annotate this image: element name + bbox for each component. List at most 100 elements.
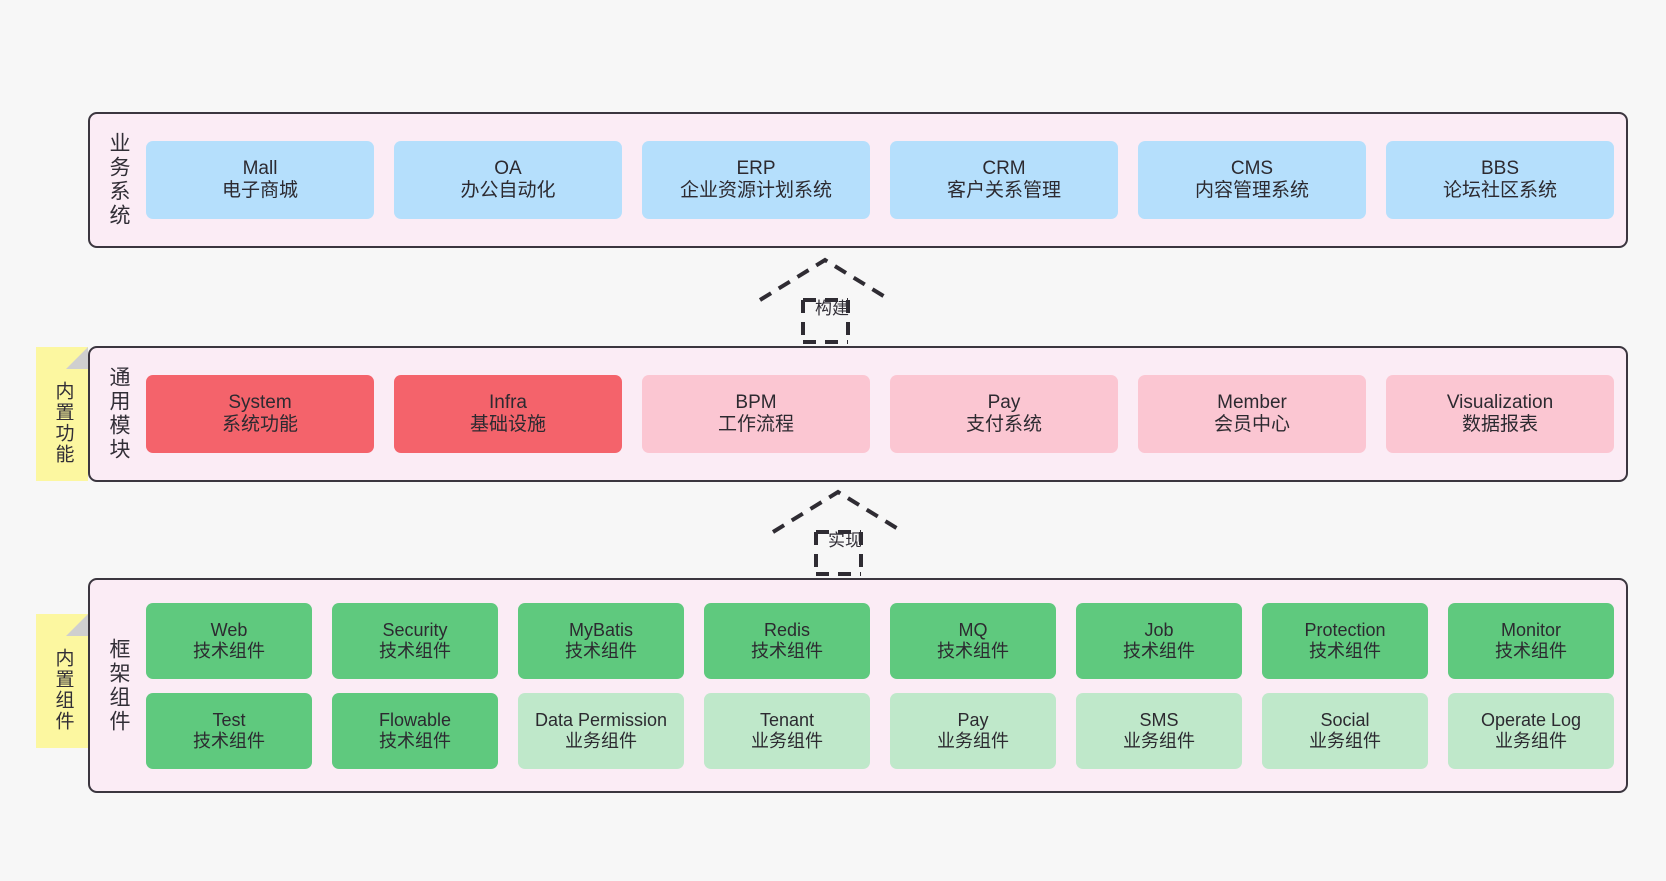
node-bbs[interactable]: BBS 论坛社区系统	[1386, 141, 1614, 219]
node-pay[interactable]: Pay 支付系统	[890, 375, 1118, 453]
connector-implement: 实现	[758, 484, 948, 576]
node-subtitle: 基础设施	[469, 414, 546, 435]
connector-build: 构建	[745, 252, 935, 344]
layer-body-framework: Web 技术组件 Security 技术组件 MyBatis 技术组件 Redi…	[138, 589, 1614, 782]
node-subtitle: 技术组件	[1123, 640, 1195, 661]
node-title: Redis	[763, 619, 811, 640]
node-pay-component[interactable]: Pay 业务组件	[890, 692, 1056, 769]
layer-title-framework: 框架组件	[107, 637, 131, 734]
node-tenant[interactable]: Tenant 业务组件	[704, 692, 870, 769]
node-title: Web	[210, 619, 248, 640]
node-operate-log[interactable]: Operate Log 业务组件	[1448, 692, 1614, 769]
node-title: BPM	[735, 391, 777, 413]
node-monitor[interactable]: Monitor 技术组件	[1448, 602, 1614, 679]
node-subtitle: 技术组件	[565, 640, 637, 661]
node-row: Mall 电子商城 OA 办公自动化 ERP 企业资源计划系统 CRM 客户关系…	[146, 141, 1614, 219]
node-security[interactable]: Security 技术组件	[332, 602, 498, 679]
node-subtitle: 业务组件	[751, 730, 823, 751]
node-title: SMS	[1139, 709, 1179, 730]
node-title: Protection	[1304, 619, 1386, 640]
node-subtitle: 技术组件	[751, 640, 823, 661]
node-subtitle: 技术组件	[193, 730, 265, 751]
node-title: System	[228, 391, 292, 413]
node-title: BBS	[1480, 157, 1520, 179]
node-title: OA	[494, 157, 522, 179]
node-title: ERP	[736, 157, 776, 179]
node-erp[interactable]: ERP 企业资源计划系统	[642, 141, 870, 219]
dashed-generalization-arrow-icon	[758, 257, 892, 344]
node-subtitle: 论坛社区系统	[1442, 180, 1557, 201]
node-subtitle: 工作流程	[717, 414, 794, 435]
node-subtitle: 办公自动化	[460, 180, 556, 201]
node-system[interactable]: System 系统功能	[146, 375, 374, 453]
node-subtitle: 企业资源计划系统	[679, 180, 832, 201]
sticky-note-builtin-features: 内置功能	[36, 347, 88, 481]
node-subtitle: 技术组件	[1309, 640, 1381, 661]
node-subtitle: 技术组件	[379, 730, 451, 751]
layer-common-modules: 通用模块 System 系统功能 Infra 基础设施 BPM 工作流程 Pay…	[88, 346, 1628, 482]
node-subtitle: 业务组件	[1123, 730, 1195, 751]
node-protection[interactable]: Protection 技术组件	[1262, 602, 1428, 679]
layer-title-modules: 通用模块	[107, 366, 131, 462]
node-title: Operate Log	[1480, 709, 1582, 730]
node-subtitle: 业务组件	[937, 730, 1009, 751]
layer-body-business: Mall 电子商城 OA 办公自动化 ERP 企业资源计划系统 CRM 客户关系…	[138, 123, 1614, 237]
node-subtitle: 业务组件	[1495, 730, 1567, 751]
node-subtitle: 业务组件	[565, 730, 637, 751]
node-title: Test	[212, 709, 246, 730]
node-oa[interactable]: OA 办公自动化	[394, 141, 622, 219]
dashed-generalization-arrow-icon	[771, 489, 905, 576]
node-subtitle: 数据报表	[1461, 414, 1538, 435]
node-mq[interactable]: MQ 技术组件	[890, 602, 1056, 679]
node-mall[interactable]: Mall 电子商城	[146, 141, 374, 219]
node-web[interactable]: Web 技术组件	[146, 602, 312, 679]
node-subtitle: 技术组件	[937, 640, 1009, 661]
node-test[interactable]: Test 技术组件	[146, 692, 312, 769]
node-subtitle: 技术组件	[379, 640, 451, 661]
node-mybatis[interactable]: MyBatis 技术组件	[518, 602, 684, 679]
node-row: System 系统功能 Infra 基础设施 BPM 工作流程 Pay 支付系统…	[146, 375, 1614, 453]
node-subtitle: 会员中心	[1213, 414, 1290, 435]
node-title: Job	[1144, 619, 1174, 640]
node-row: Web 技术组件 Security 技术组件 MyBatis 技术组件 Redi…	[146, 602, 1614, 679]
node-flowable[interactable]: Flowable 技术组件	[332, 692, 498, 769]
sticky-note-label: 内置功能	[52, 381, 74, 465]
node-subtitle: 系统功能	[221, 414, 298, 435]
node-subtitle: 内容管理系统	[1194, 180, 1309, 201]
node-title: Tenant	[759, 709, 815, 730]
layer-business-systems: 业务系统 Mall 电子商城 OA 办公自动化 ERP 企业资源计划系统 CRM…	[88, 112, 1628, 248]
connector-label-build: 构建	[815, 299, 849, 318]
node-subtitle: 技术组件	[1495, 640, 1567, 661]
node-title: CMS	[1230, 157, 1274, 179]
sticky-note-label: 内置组件	[52, 648, 74, 732]
node-title: MyBatis	[568, 619, 633, 640]
node-infra[interactable]: Infra 基础设施	[394, 375, 622, 453]
node-crm[interactable]: CRM 客户关系管理	[890, 141, 1118, 219]
node-social[interactable]: Social 业务组件	[1262, 692, 1428, 769]
node-visualization[interactable]: Visualization 数据报表	[1386, 375, 1614, 453]
node-sms[interactable]: SMS 业务组件	[1076, 692, 1242, 769]
node-title: Flowable	[378, 709, 452, 730]
node-title: Security	[382, 619, 448, 640]
node-job[interactable]: Job 技术组件	[1076, 602, 1242, 679]
layer-body-modules: System 系统功能 Infra 基础设施 BPM 工作流程 Pay 支付系统…	[138, 357, 1614, 471]
node-title: Member	[1217, 391, 1287, 413]
node-bpm[interactable]: BPM 工作流程	[642, 375, 870, 453]
sticky-note-builtin-components: 内置组件	[36, 614, 88, 748]
node-cms[interactable]: CMS 内容管理系统	[1138, 141, 1366, 219]
node-title: Infra	[488, 391, 528, 413]
layer-title-business: 业务系统	[107, 132, 131, 228]
node-subtitle: 支付系统	[965, 414, 1042, 435]
node-title: Visualization	[1446, 391, 1554, 413]
node-row: Test 技术组件 Flowable 技术组件 Data Permission …	[146, 692, 1614, 769]
node-title: Data Permission	[534, 709, 668, 730]
node-subtitle: 客户关系管理	[946, 180, 1061, 201]
node-title: Social	[1320, 709, 1370, 730]
node-data-permission[interactable]: Data Permission 业务组件	[518, 692, 684, 769]
layer-framework-components: 框架组件 Web 技术组件 Security 技术组件 MyBatis 技术组件…	[88, 578, 1628, 793]
node-title: Pay	[987, 391, 1021, 413]
node-title: Pay	[957, 709, 989, 730]
node-redis[interactable]: Redis 技术组件	[704, 602, 870, 679]
node-member[interactable]: Member 会员中心	[1138, 375, 1366, 453]
